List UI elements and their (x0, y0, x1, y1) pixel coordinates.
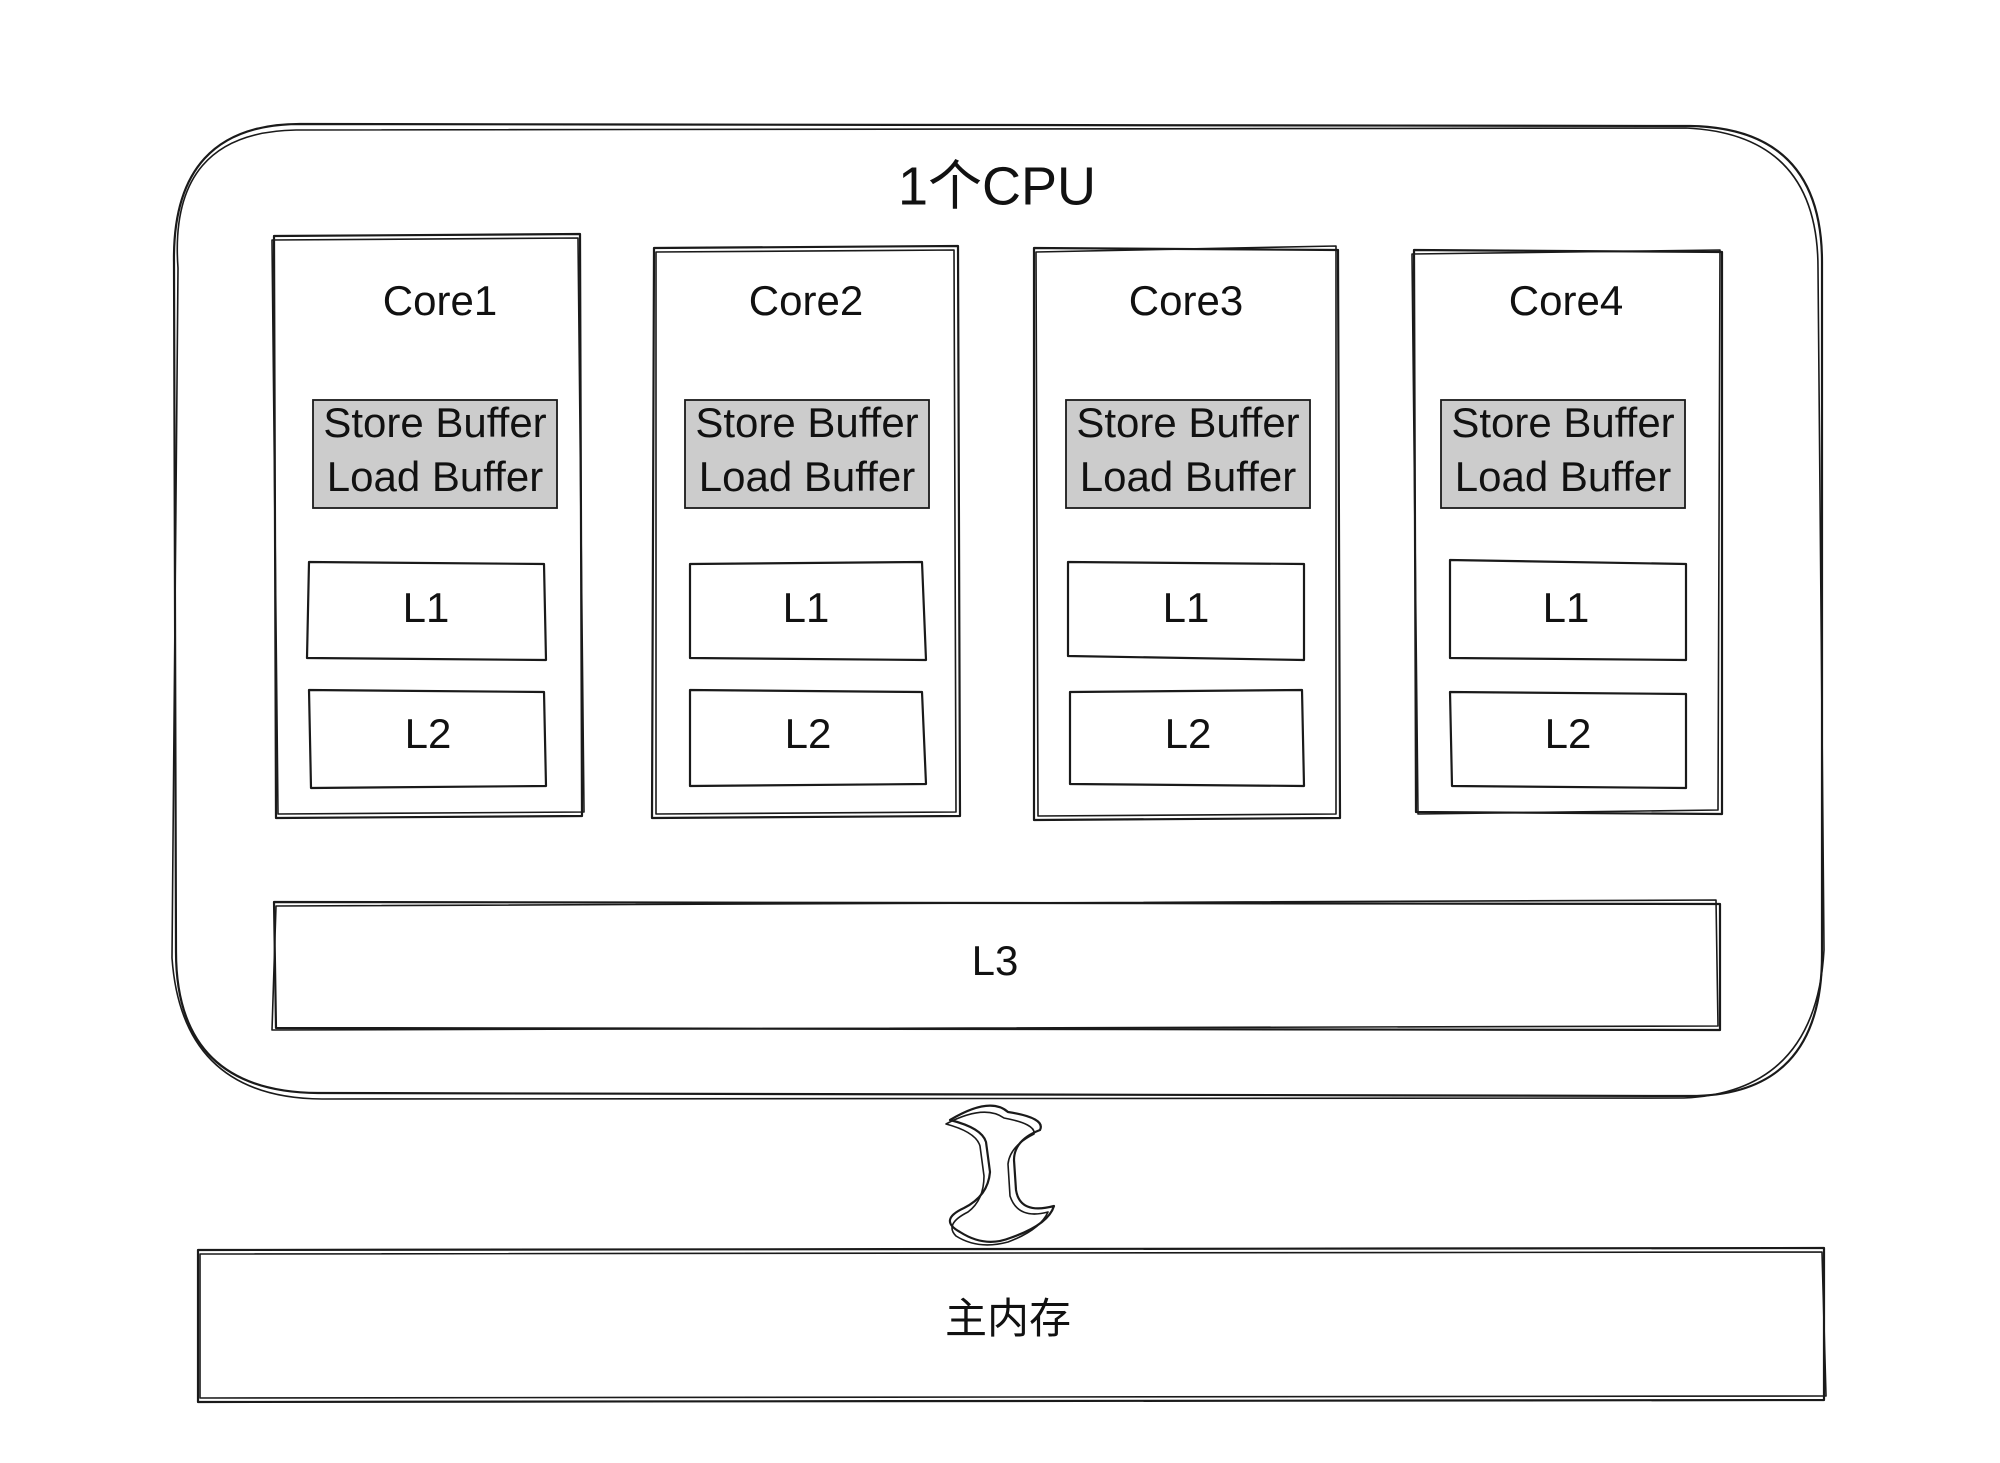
load-buffer-label: Load Buffer (699, 453, 915, 500)
store-buffer-label: Store Buffer (323, 399, 546, 446)
buffer-box (1065, 399, 1311, 509)
core-name: Core3 (1129, 277, 1243, 324)
l2-cache-label: L2 (405, 710, 452, 757)
main-memory-label: 主内存 (945, 1295, 1071, 1342)
load-buffer-label: Load Buffer (327, 453, 543, 500)
double-arrow-icon (945, 1104, 1056, 1246)
buffer-box (684, 399, 930, 509)
store-buffer-label: Store Buffer (1451, 399, 1674, 446)
buffer-box (1440, 399, 1686, 509)
core-name: Core2 (749, 277, 863, 324)
cpu-container (171, 122, 1825, 1100)
load-buffer-label: Load Buffer (1455, 453, 1671, 500)
main-memory: 主内存 (196, 1246, 1827, 1404)
core-3: Core3 Store Buffer Load Buffer L1 L2 (1032, 245, 1342, 822)
core-4: Core4 Store Buffer Load Buffer L1 L2 (1411, 248, 1724, 816)
core-name: Core4 (1509, 277, 1623, 324)
store-buffer-label: Store Buffer (1076, 399, 1299, 446)
cpu-title: 1个CPU (898, 156, 1096, 216)
l2-cache-label: L2 (1165, 710, 1212, 757)
buffer-box (312, 399, 558, 509)
store-buffer-label: Store Buffer (695, 399, 918, 446)
core-1: Core1 Store Buffer Load Buffer L1 L2 (271, 232, 585, 820)
l1-cache-label: L1 (403, 584, 450, 631)
l2-cache-label: L2 (1545, 710, 1592, 757)
l1-cache-label: L1 (783, 584, 830, 631)
l2-cache-label: L2 (785, 710, 832, 757)
core-2: Core2 Store Buffer Load Buffer L1 L2 (650, 244, 962, 820)
l1-cache-label: L1 (1163, 584, 1210, 631)
load-buffer-label: Load Buffer (1080, 453, 1296, 500)
l1-cache-label: L1 (1543, 584, 1590, 631)
l3-cache: L3 (271, 899, 1722, 1032)
core-name: Core1 (383, 277, 497, 324)
l3-cache-label: L3 (972, 937, 1019, 984)
